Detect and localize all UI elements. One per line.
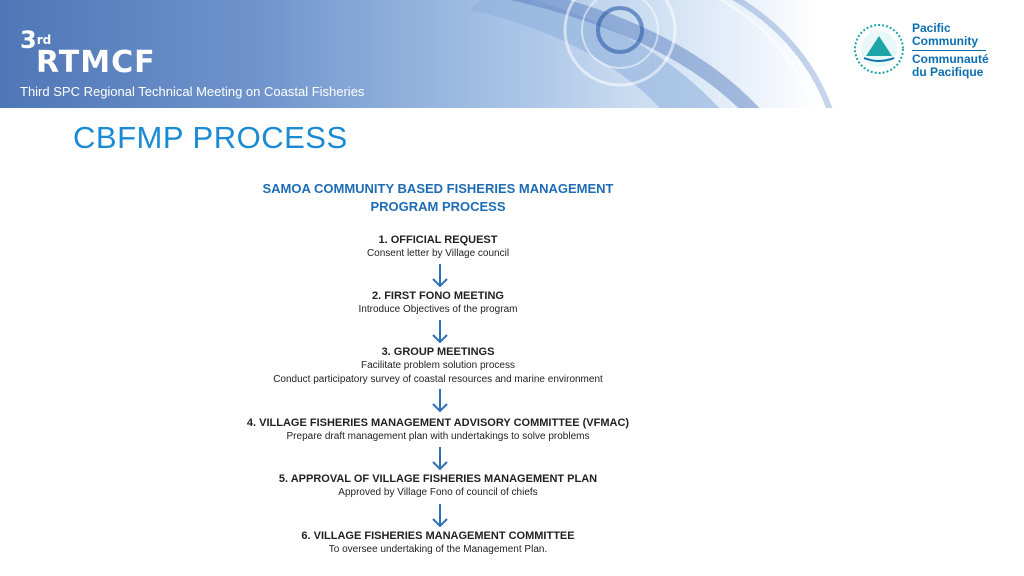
spc-emblem-icon xyxy=(854,24,904,74)
wave-pattern-decoration xyxy=(470,0,833,108)
pacific-community-logo: Pacific Community Communauté du Pacifiqu… xyxy=(852,22,1002,82)
meeting-subtitle: Third SPC Regional Technical Meeting on … xyxy=(20,84,365,99)
step-description: Approved by Village Fono of council of c… xyxy=(338,487,538,498)
step-title: 4. VILLAGE FISHERIES MANAGEMENT ADVISORY… xyxy=(246,417,630,429)
step-title: 2. FIRST FONO MEETING xyxy=(371,290,504,302)
step-title: 5. APPROVAL OF VILLAGE FISHERIES MANAGEM… xyxy=(278,473,598,485)
logo-suffix: rd xyxy=(36,33,52,47)
spc-line-3: Communauté xyxy=(912,52,989,66)
page-title: CBFMP PROCESS xyxy=(73,120,348,155)
process-step-2: 2. FIRST FONO MEETING Introduce Objectiv… xyxy=(200,289,676,317)
step-title: 1. OFFICIAL REQUEST xyxy=(378,234,498,246)
logo-prefix: 3 xyxy=(20,26,37,54)
program-title-line-1: SAMOA COMMUNITY BASED FISHERIES MANAGEME… xyxy=(262,181,614,196)
down-arrow-icon xyxy=(432,389,448,413)
down-arrow-icon xyxy=(432,264,448,288)
down-arrow-icon xyxy=(432,447,448,471)
step-title: 3. GROUP MEETINGS xyxy=(381,346,495,358)
spc-divider xyxy=(912,50,986,51)
step-title: 6. VILLAGE FISHERIES MANAGEMENT COMMITTE… xyxy=(301,530,575,542)
spc-line-2: Community xyxy=(912,34,978,48)
spc-wordmark: Pacific Community Communauté du Pacifiqu… xyxy=(912,22,989,79)
process-step-1: 1. OFFICIAL REQUEST Consent letter by Vi… xyxy=(200,233,676,261)
process-step-4: 4. VILLAGE FISHERIES MANAGEMENT ADVISORY… xyxy=(200,416,676,444)
step-description: Consent letter by Village council xyxy=(366,248,510,259)
spc-line-1: Pacific xyxy=(912,21,951,35)
step-description: Facilitate problem solution process xyxy=(361,360,515,371)
header-banner: 3rd RTMCF Third SPC Regional Technical M… xyxy=(0,0,1024,108)
step-description: Introduce Objectives of the program xyxy=(358,304,518,315)
process-step-6: 6. VILLAGE FISHERIES MANAGEMENT COMMITTE… xyxy=(200,529,676,557)
logo-text: RTMCF xyxy=(36,45,156,80)
program-title-line-2: PROGRAM PROCESS xyxy=(370,199,506,214)
step-description: Conduct participatory survey of coastal … xyxy=(273,374,603,385)
program-title: SAMOA COMMUNITY BASED FISHERIES MANAGEME… xyxy=(220,180,656,216)
down-arrow-icon xyxy=(432,504,448,528)
process-step-5: 5. APPROVAL OF VILLAGE FISHERIES MANAGEM… xyxy=(200,472,676,500)
step-description: To oversee undertaking of the Management… xyxy=(328,544,548,555)
process-step-3: 3. GROUP MEETINGS Facilitate problem sol… xyxy=(200,345,676,387)
down-arrow-icon xyxy=(432,320,448,344)
step-description: Prepare draft management plan with under… xyxy=(286,431,590,442)
logo-ordinal: 3rd xyxy=(20,28,51,52)
spc-line-4: du Pacifique xyxy=(912,65,984,79)
